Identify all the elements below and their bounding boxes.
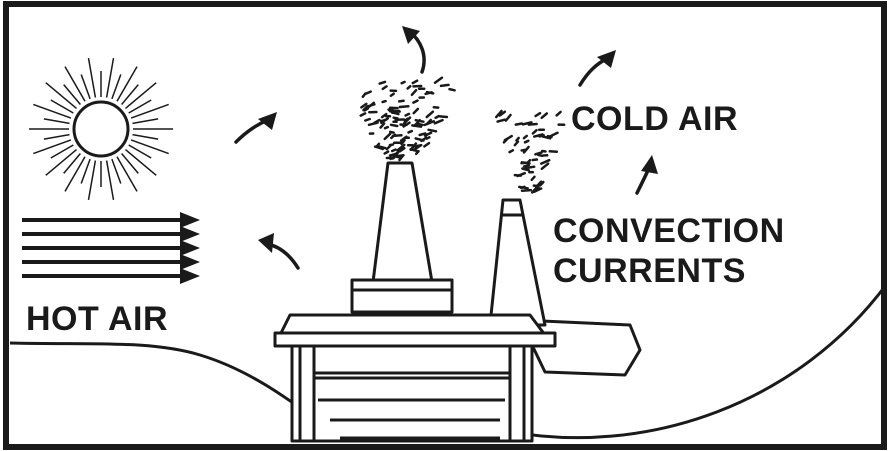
arrow-up-left-smoke: [402, 26, 424, 72]
arrow-convection-up: [637, 155, 658, 193]
arrow-cold-air-top: [580, 50, 616, 85]
hot-air-wind-lines: [22, 212, 200, 284]
sun-icon: [29, 58, 173, 200]
arrow-left-rising: [236, 112, 277, 142]
convection-label-line2: CURRENTS: [553, 252, 746, 290]
convection-label-line1: CONVECTION: [553, 212, 785, 250]
hot-air-label: HOT AIR: [26, 300, 168, 338]
smoke-left-chimney: [361, 78, 455, 160]
cold-air-label: COLD AIR: [571, 100, 738, 138]
factory: [275, 163, 640, 441]
arrow-curved-left: [258, 233, 298, 268]
smoke-right-chimney: [496, 111, 564, 192]
